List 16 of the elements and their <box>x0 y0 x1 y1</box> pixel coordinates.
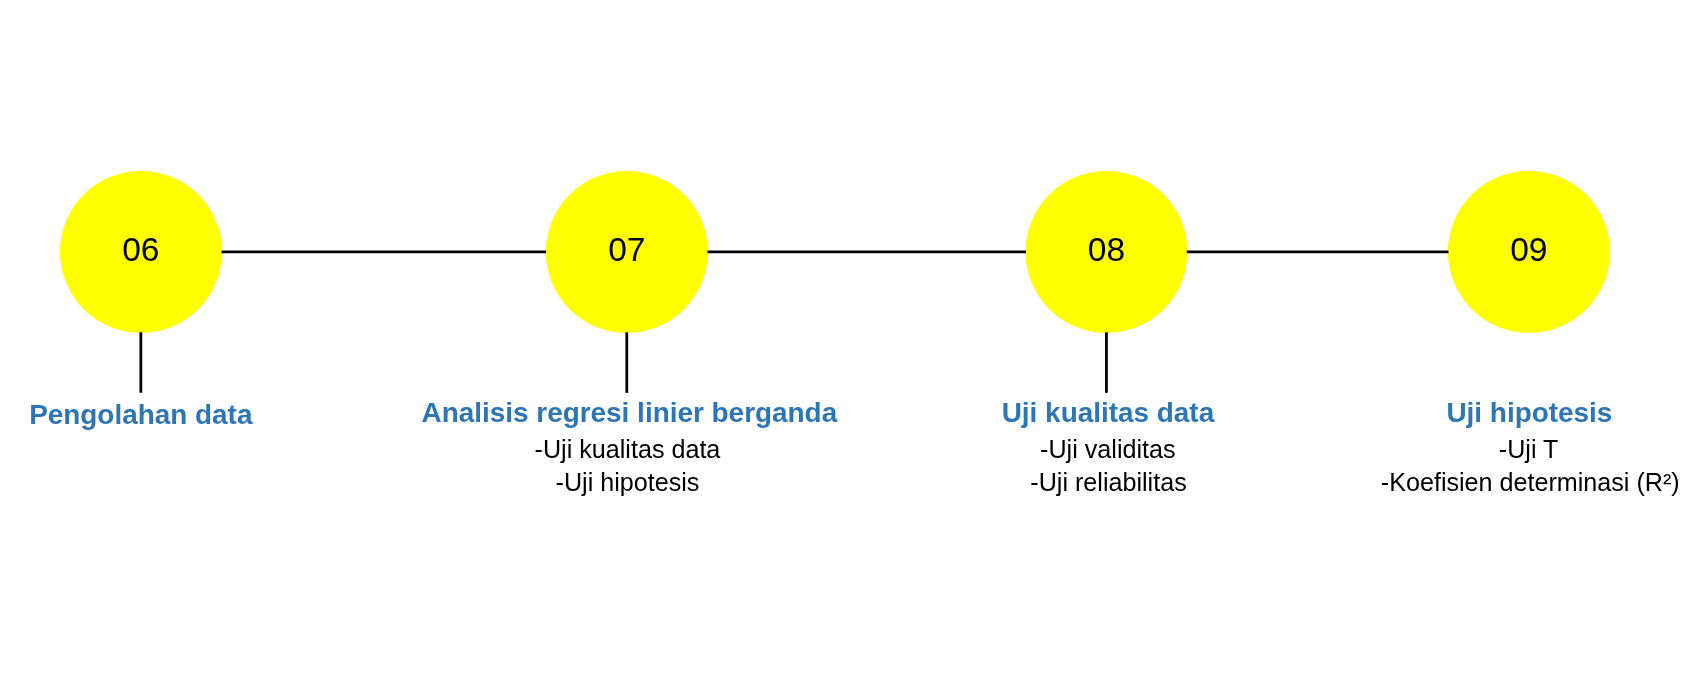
node-circle: 06 <box>59 170 222 333</box>
node-text: Pengolahan data <box>29 398 253 430</box>
connector <box>221 250 547 254</box>
connector <box>625 332 629 393</box>
node-circle: 08 <box>1025 170 1188 333</box>
connector <box>139 332 143 393</box>
node-label: Uji hipotesis <box>1446 397 1613 429</box>
node-circle: 07 <box>545 170 708 333</box>
node-circle: 09 <box>1447 170 1610 333</box>
node-label: -Uji T <box>1498 434 1559 463</box>
connector <box>1105 332 1108 393</box>
connector <box>707 250 1026 254</box>
connector <box>1186 250 1449 254</box>
node-label: -Koefisien determinasi (R²) <box>1380 468 1680 497</box>
node-text: Analisis regresi linier berganda -Uji kualitas data -Uji hipotesis <box>421 397 838 497</box>
node-text: Uji kualitas data -Uji validitas -Uji reliabilitas <box>1001 397 1215 497</box>
